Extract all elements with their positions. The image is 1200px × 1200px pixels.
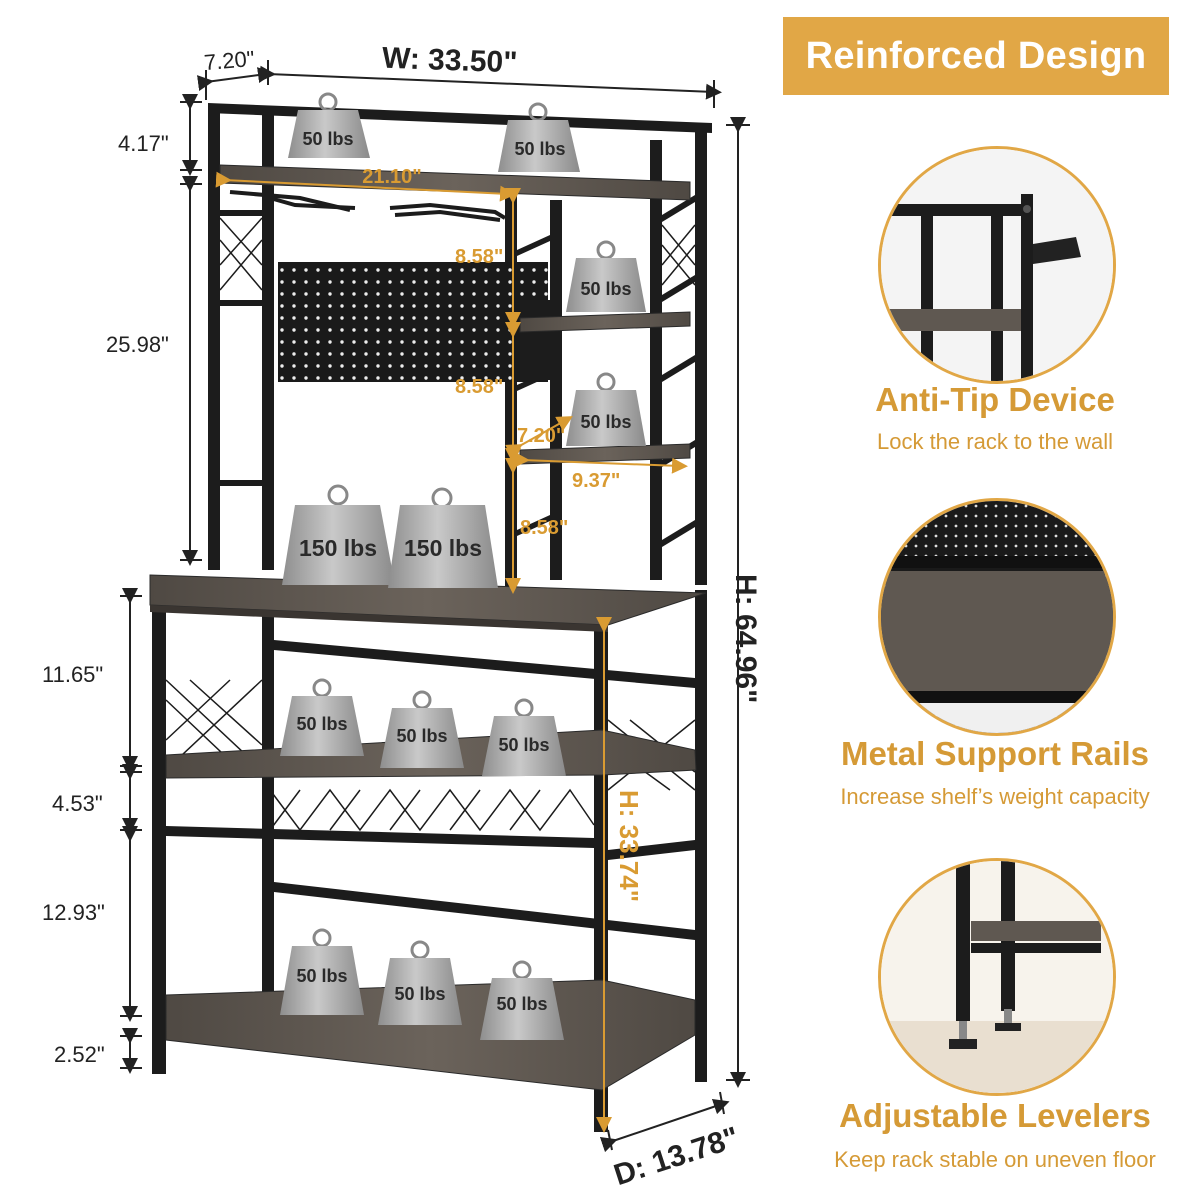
svg-text:50 lbs: 50 lbs: [514, 139, 565, 159]
weight-mid-3: 50 lbs: [482, 698, 566, 776]
weight-side-shelf-2: 50 lbs: [566, 372, 646, 446]
dim-side-depth: 7.20": [517, 425, 565, 447]
dim-side-gap-3: 8.58": [520, 517, 568, 539]
svg-text:50 lbs: 50 lbs: [394, 984, 445, 1004]
dim-shelf-gap-2: 4.53": [52, 791, 103, 816]
dim-lower-height: H: 33.74": [614, 790, 644, 902]
reinforced-design-banner: Reinforced Design: [783, 17, 1169, 95]
pegboard: [278, 262, 548, 382]
weight-top-left: 50 lbs: [288, 92, 370, 158]
weight-bottom-1: 50 lbs: [280, 928, 364, 1015]
weight-side-shelf-1: 50 lbs: [566, 240, 646, 312]
svg-text:50 lbs: 50 lbs: [496, 994, 547, 1014]
support-rail-closeup-icon: [878, 498, 1116, 736]
feature-subtitle-support-rails: Increase shelf’s weight capacity: [840, 784, 1150, 809]
feature-title-support-rails: Metal Support Rails: [840, 735, 1150, 772]
dim-top-depth: 7.20": [202, 45, 256, 76]
dim-top-rail: 4.17": [118, 131, 169, 156]
dim-shelf-gap-1: 11.65": [42, 662, 104, 687]
dim-side-gap-1: 8.58": [455, 246, 503, 268]
anti-tip-closeup-icon: [878, 146, 1116, 384]
svg-text:150 lbs: 150 lbs: [299, 535, 377, 561]
dim-width: W: 33.50": [381, 41, 518, 80]
dim-shelf-gap-3: 12.93": [42, 900, 105, 925]
dim-foot-height: 2.52": [54, 1042, 105, 1067]
weight-main-left: 150 lbs: [282, 484, 395, 585]
feature-subtitle-levelers: Keep rack stable on uneven floor: [834, 1147, 1156, 1172]
svg-text:150 lbs: 150 lbs: [404, 535, 482, 561]
weight-main-right: 150 lbs: [388, 487, 498, 588]
rack-illustration: 50 lbs 50 lbs 50 lbs 50 lbs 150 lbs 150 …: [120, 60, 750, 1153]
weight-mid-2: 50 lbs: [380, 690, 464, 768]
svg-text:50 lbs: 50 lbs: [498, 735, 549, 755]
dim-hanger-width: 21.10": [362, 166, 422, 188]
dim-side-gap-2: 8.58": [455, 376, 503, 398]
svg-text:50 lbs: 50 lbs: [302, 129, 353, 149]
svg-text:50 lbs: 50 lbs: [580, 279, 631, 299]
dim-total-height: H: 64.96": [729, 574, 762, 704]
weight-bottom-3: 50 lbs: [480, 960, 564, 1040]
leveler-closeup-icon: [878, 858, 1116, 1096]
orange-dimension-lines: [215, 171, 688, 1133]
weight-top-right: 50 lbs: [498, 102, 580, 172]
feature-title-levelers: Adjustable Levelers: [839, 1097, 1151, 1134]
rack-frame: [152, 103, 712, 1132]
svg-text:50 lbs: 50 lbs: [296, 966, 347, 986]
dimension-lines: [120, 60, 750, 1153]
weight-bottom-2: 50 lbs: [378, 940, 462, 1025]
svg-text:50 lbs: 50 lbs: [396, 726, 447, 746]
dim-upper-section: 25.98": [106, 332, 169, 357]
svg-text:50 lbs: 50 lbs: [580, 412, 631, 432]
feature-subtitle-anti-tip: Lock the rack to the wall: [876, 429, 1113, 454]
svg-text:50 lbs: 50 lbs: [296, 714, 347, 734]
feature-title-anti-tip: Anti-Tip Device: [875, 381, 1115, 418]
weights: 50 lbs 50 lbs 50 lbs 50 lbs 150 lbs 150 …: [280, 92, 646, 1040]
dim-side-width: 9.37": [572, 470, 620, 492]
weight-mid-1: 50 lbs: [280, 678, 364, 756]
